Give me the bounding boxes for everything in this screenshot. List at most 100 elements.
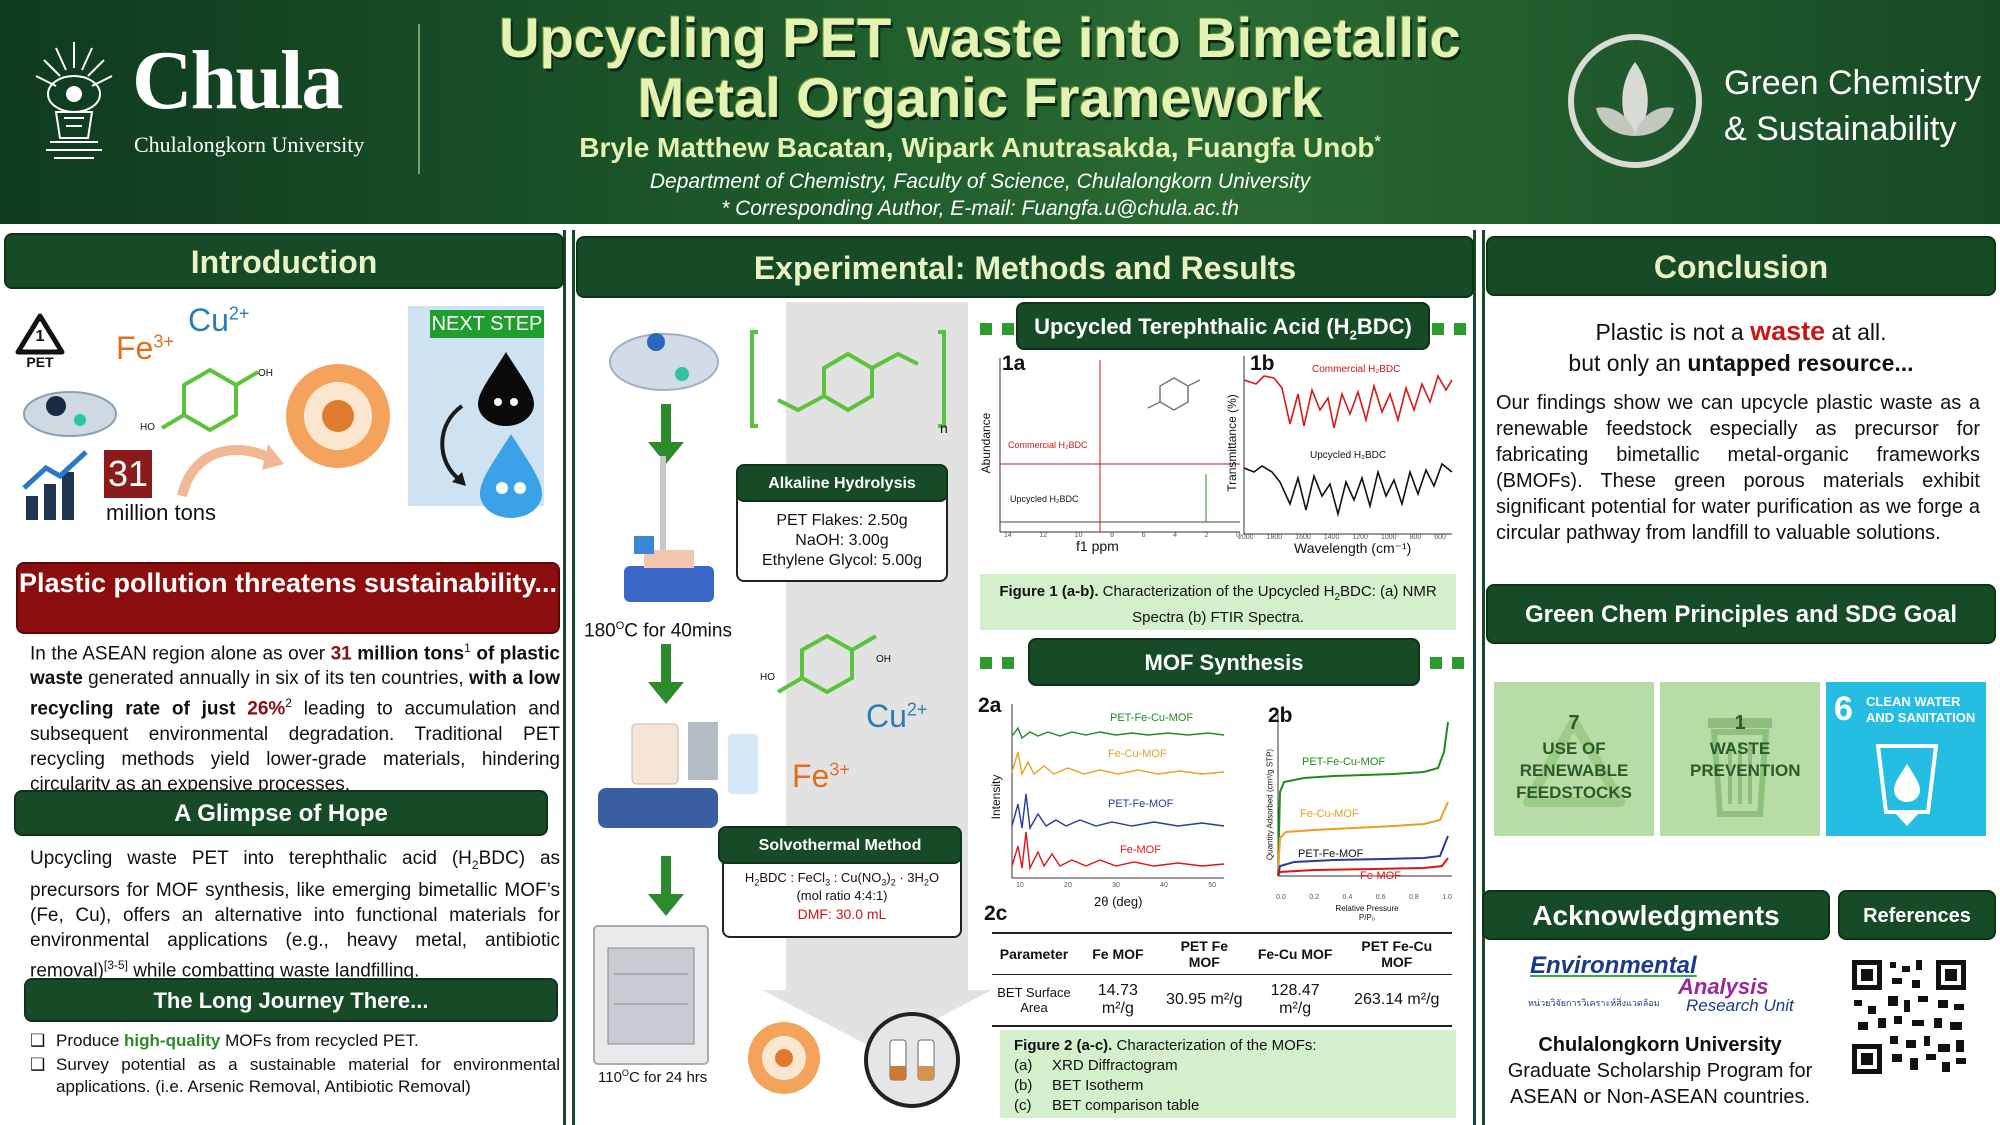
bet-tick: 0.2 <box>1309 894 1319 901</box>
table-row: BET Surface Area 14.73 m²/g 30.95 m²/g 1… <box>992 975 1452 1026</box>
recycle-symbol-icon: 1 PET <box>14 312 66 370</box>
ftir-up-label: Upcycled H₂BDC <box>1310 450 1387 461</box>
ftir-series-upcycled <box>1243 462 1453 518</box>
temp1-deg: O <box>615 620 625 632</box>
xrd-series-label-1: PET-Fe-Cu-MOF <box>1110 712 1194 724</box>
h2bdc-heading: Upcycled Terephthalic Acid (H2BDC) <box>1016 302 1430 350</box>
mof-deco-left-icon <box>980 656 1016 669</box>
alkaline-line3: Ethylene Glycol: 5.00g <box>761 552 923 569</box>
cu-ion-label-2: Cu2+ <box>866 698 927 735</box>
autoclave-setup-icon <box>588 714 768 844</box>
hope-paragraph: Upcycling waste PET into terephthalic ac… <box>30 846 560 983</box>
table-row-label: BET Surface Area <box>997 985 1071 1015</box>
oven-icon <box>592 924 710 1066</box>
ftir-plot <box>1240 354 1454 540</box>
table-header: Parameter <box>999 946 1069 962</box>
solvothermal-line3: DMF: 30.0 mL <box>797 906 887 922</box>
authors-text: Bryle Matthew Bacatan, Wipark Anutrasakd… <box>579 132 1375 163</box>
ack-line3: ASEAN or Non-ASEAN countries. <box>1509 1086 1811 1108</box>
p1-highlight-26: 26% <box>247 698 286 720</box>
fig2-item-value: BET comparison table <box>1052 1097 1200 1114</box>
xrd-tick: 50 <box>1208 882 1216 889</box>
header-banner: Chula Chulalongkorn University Upcycling… <box>0 0 2000 224</box>
cu-charge: 2+ <box>228 303 250 324</box>
table-header: Fe MOF <box>1092 946 1144 962</box>
oh-label: OH <box>258 368 273 379</box>
fe-ion-label-2: Fe3+ <box>792 758 850 795</box>
fig1-cap-c: BDC: (a) NMR Spectra (b) FTIR Spectra. <box>1132 583 1437 626</box>
fig2c-label: 2c <box>984 902 1008 925</box>
sdg3-text: CLEAN WATER AND SANITATION <box>1866 694 1976 725</box>
p1-part-a: In the ASEAN region alone as over <box>30 643 331 665</box>
bet-series-fe-cu <box>1277 801 1449 877</box>
bet-tick: 1.0 <box>1442 894 1452 901</box>
gcs-line1: Green Chemistry <box>1724 64 1981 102</box>
nmr-y-label: Abundance <box>979 412 993 474</box>
s1f: O <box>928 870 940 885</box>
polymer-n: n <box>940 420 948 436</box>
cu-charge-2: 2+ <box>906 699 928 720</box>
fig2a-label: 2a <box>978 694 1002 717</box>
conclusion-line1: Plastic is not a waste at all. <box>1486 316 1996 347</box>
nmr-tick: 2 <box>1204 532 1209 539</box>
oil-drop-icon <box>476 350 536 426</box>
h2bdc-deco-right-icon <box>1432 322 1468 335</box>
bet-comparison-table: Parameter Fe MOF PET Fe MOF Fe-Cu MOF PE… <box>992 932 1452 1027</box>
temp2-rest: C for 24 hrs <box>628 1069 708 1086</box>
nmr-up-label: Upcycled H₂BDC <box>1010 494 1079 504</box>
ftir-tick: 600 <box>1434 534 1446 541</box>
fig2-cap-bold: Figure 2 (a-c). <box>1014 1037 1113 1054</box>
table-header-row: Parameter Fe MOF PET Fe MOF Fe-Cu MOF PE… <box>992 933 1452 975</box>
process-arrow-head <box>762 990 992 1050</box>
ack-line1: Chulalongkorn University <box>1538 1034 1782 1056</box>
eau-line2: Analysis <box>1678 974 1769 999</box>
solvothermal-line2: (mol ratio 4:4:1) <box>796 888 888 903</box>
p1-ref1: 1 <box>464 641 471 655</box>
sdg-tile-renewable <box>1494 682 1654 836</box>
p1-part-e: with a low recycling rate of just <box>30 668 560 720</box>
ho-label: HO <box>140 422 155 433</box>
vials-photo-icon <box>862 1010 962 1110</box>
references-heading[interactable]: References <box>1838 890 1996 940</box>
journey-bullet-1: ❑Produce high-quality MOFs from recycled… <box>30 1030 560 1052</box>
chula-subtitle: Chulalongkorn University <box>134 132 365 157</box>
fig1-cap-sub: 2 <box>1334 592 1340 603</box>
ftir-tick: 1200 <box>1352 534 1368 541</box>
fig2-item: (b)BET Isotherm <box>1014 1076 1442 1096</box>
sdg-heading: Green Chem Principles and SDG Goal <box>1486 584 1996 644</box>
xrd-tick: 10 <box>1016 882 1024 889</box>
bet-plot <box>1274 712 1454 880</box>
qr-code-icon[interactable] <box>1848 956 1970 1078</box>
xrd-tick: 30 <box>1112 882 1120 889</box>
p1-plastic-waste: of plastic waste <box>30 643 560 690</box>
poster-title-line2: Metal Organic Framework <box>637 66 1323 129</box>
s1a: H <box>744 870 755 885</box>
nmr-comm-label: Commercial H₂BDC <box>1008 440 1088 450</box>
solvothermal-line1: H2BDC : FeCl3 : Cu(NO3)2 · 3H2O <box>722 870 962 888</box>
trash-bin-icon <box>1700 698 1780 818</box>
growth-chart-icon <box>20 446 100 522</box>
xrd-series-fe <box>1011 831 1225 871</box>
bet-series-label-4: Fe-MOF <box>1360 870 1401 882</box>
h2bdc-deco-left-icon <box>980 322 1016 335</box>
p1-highlight-31: 31 <box>330 643 352 665</box>
ftir-tick: 800 <box>1409 534 1422 541</box>
pet-polymer-structure: n <box>748 324 948 436</box>
fe-text: Fe <box>116 330 154 366</box>
ftir-tick: 1400 <box>1323 534 1340 541</box>
bet-y-label: Quantity Adsorbed (cm³/g STP) <box>1265 748 1275 861</box>
p1-ref2: 2 <box>285 696 292 711</box>
temp1-value: 180 <box>584 620 616 642</box>
fig1b-label: 1b <box>1250 352 1275 375</box>
down-arrow-1-icon <box>648 404 684 464</box>
conclusion-line2: but only an untapped resource... <box>1486 350 1996 377</box>
xrd-series-label-4: Fe-MOF <box>1120 844 1161 856</box>
s1sub4: 2 <box>890 877 896 888</box>
fig1a-label: 1a <box>1002 352 1026 375</box>
nmr-tick: 14 <box>1004 532 1012 539</box>
s1e: · 3H <box>895 870 924 885</box>
hope-heading: A Glimpse of Hope <box>14 790 548 836</box>
